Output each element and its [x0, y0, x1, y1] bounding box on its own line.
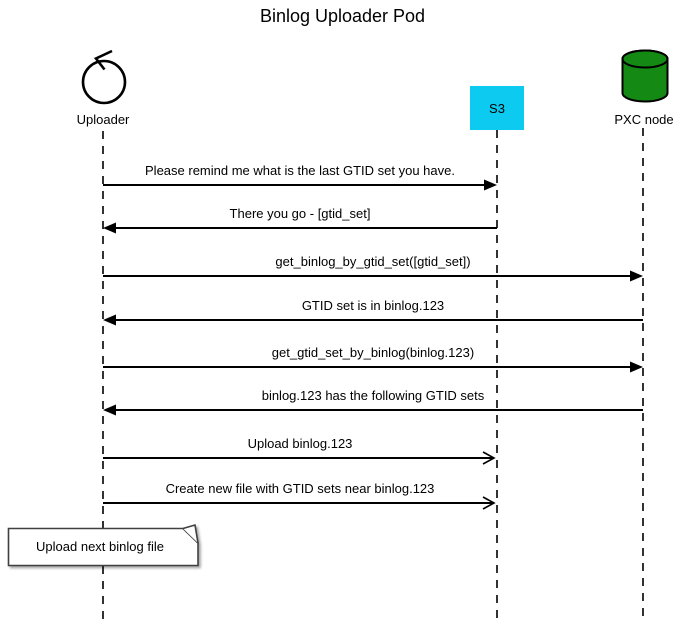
actor-label-uploader: Uploader [76, 112, 130, 127]
diagram-title: Binlog Uploader Pod [259, 6, 426, 26]
message-arrowhead [482, 496, 496, 510]
message-arrowhead [482, 451, 496, 465]
database-cylinder-icon [621, 49, 669, 103]
message-arrowhead [630, 270, 643, 282]
message-label: binlog.123 has the following GTID sets [259, 388, 487, 404]
message-arrowhead [103, 222, 116, 234]
actor-label-pxc-node: PXC node [614, 112, 674, 127]
actor-label-s3: S3 [489, 100, 505, 116]
message-label: There you go - [gtid_set] [227, 206, 373, 222]
message-label: GTID set is in binlog.123 [299, 298, 447, 314]
message-label: Upload binlog.123 [245, 436, 355, 452]
message-arrowhead [484, 179, 497, 191]
message-arrowhead [103, 314, 116, 326]
message-label: get_binlog_by_gtid_set([gtid_set]) [273, 254, 473, 270]
control-loop-icon [81, 49, 127, 105]
note-shape [7, 524, 199, 567]
note-label: Upload next binlog file [36, 539, 164, 554]
message-arrowhead [630, 361, 643, 373]
actor-s3-box: S3 [470, 86, 524, 130]
message-label: Please remind me what is the last GTID s… [143, 163, 457, 179]
message-arrowhead [103, 404, 116, 416]
message-label: Create new file with GTID sets near binl… [163, 481, 437, 497]
message-layer [103, 179, 643, 510]
message-label: get_gtid_set_by_binlog(binlog.123) [269, 345, 477, 361]
